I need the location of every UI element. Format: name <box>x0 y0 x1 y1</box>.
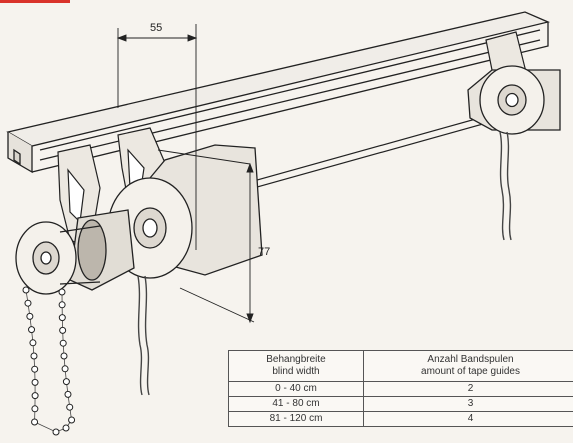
dimension-label-55: 55 <box>150 22 163 34</box>
chain-ball <box>31 365 39 373</box>
header-blind-width-de: Behangbreite <box>266 354 326 365</box>
table-row: 81 - 120 cm 4 <box>228 411 573 427</box>
right-tape-spool <box>467 65 561 135</box>
chain-ball <box>62 424 70 432</box>
chain-ball <box>58 301 66 309</box>
dimension-lines <box>116 24 255 324</box>
chain-ball <box>22 286 30 294</box>
header-blind-width: Behangbreite blind width <box>228 350 364 382</box>
chain-ball <box>31 378 39 386</box>
red-accent-bar <box>0 0 70 3</box>
chain-ball <box>31 405 39 413</box>
chain-ball <box>24 299 32 307</box>
tape-guides-table: Behangbreite blind width Anzahl Bandspul… <box>228 350 573 427</box>
cell-count: 3 <box>363 396 573 412</box>
chain-ball <box>26 312 34 320</box>
chain-ball <box>59 326 67 334</box>
left-tape-spool <box>15 209 135 295</box>
chain-ball <box>31 418 39 426</box>
mounting-rail <box>6 11 551 174</box>
ball-chain <box>22 286 76 436</box>
header-tape-guides: Anzahl Bandspulen amount of tape guides <box>363 350 573 382</box>
chain-ball <box>58 288 66 296</box>
chain-ball <box>60 352 68 360</box>
cell-count: 2 <box>363 381 573 397</box>
cell-width: 0 - 40 cm <box>228 381 364 397</box>
chain-ball <box>61 365 69 373</box>
table-row: 41 - 80 cm 3 <box>228 396 573 412</box>
chain-ball <box>66 403 74 411</box>
chain-ball <box>59 339 67 347</box>
chain-ball <box>58 314 66 322</box>
cell-width: 41 - 80 cm <box>228 396 364 412</box>
chain-ball <box>31 392 39 400</box>
header-tape-guides-en: amount of tape guides <box>421 366 520 377</box>
chain-ball <box>30 352 38 360</box>
dimension-label-77: 77 <box>258 246 271 258</box>
table-row: 0 - 40 cm 2 <box>228 381 573 397</box>
chain-ball <box>62 378 70 386</box>
table-header-row: Behangbreite blind width Anzahl Bandspul… <box>228 350 573 382</box>
chain-ball <box>28 326 36 334</box>
header-tape-guides-de: Anzahl Bandspulen <box>427 354 514 365</box>
chain-ball <box>68 416 76 424</box>
hanging-tapes <box>137 131 512 396</box>
header-blind-width-en: blind width <box>272 366 320 377</box>
chain-ball <box>29 339 37 347</box>
chain-ball <box>52 428 60 436</box>
cell-width: 81 - 120 cm <box>228 411 364 427</box>
cell-count: 4 <box>363 411 573 427</box>
chain-ball <box>64 390 72 398</box>
